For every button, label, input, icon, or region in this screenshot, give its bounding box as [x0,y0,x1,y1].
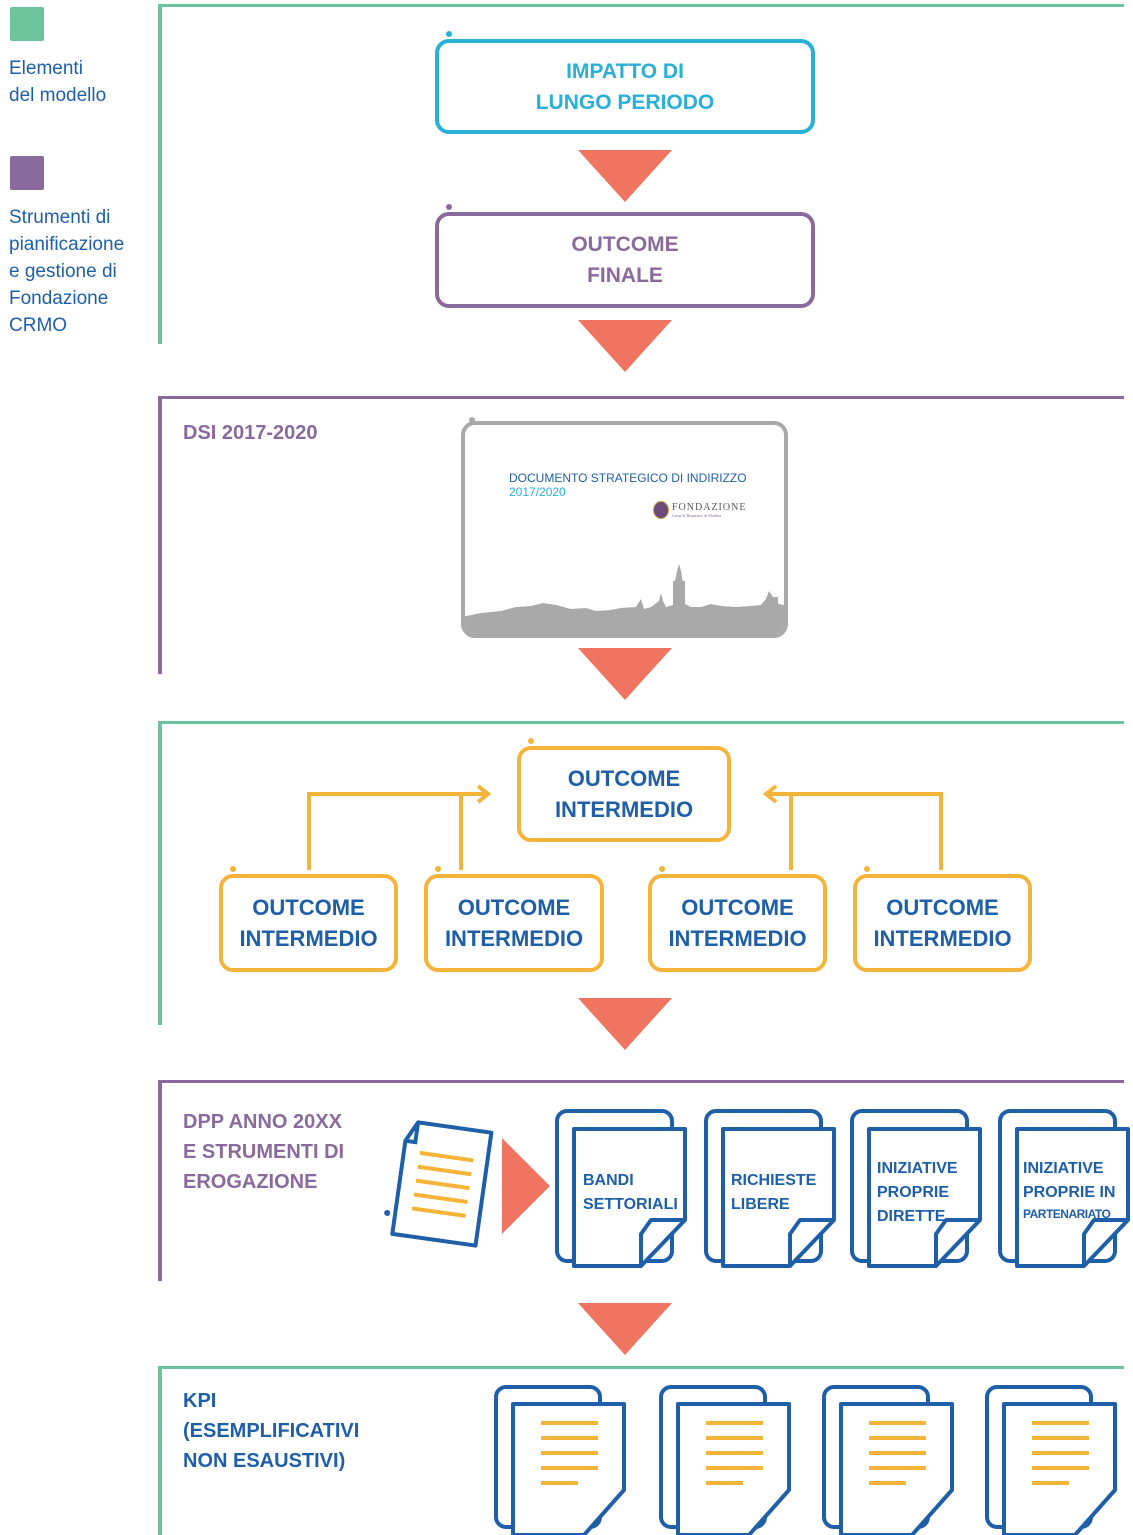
dpp-title: DPP ANNO 20XX E STRUMENTI DI EROGAZIONE [183,1111,345,1193]
dpp-document-icon [384,1120,494,1248]
skyline-graphic [465,564,784,634]
logo-sub: Cassa di Risparmio di Modena [672,512,722,518]
intermediate-outcome-label-2: OUTCOME INTERMEDIO [444,895,584,951]
dsi-doc-years: 2017/2020 [509,485,566,499]
dsi-doc-title: DOCUMENTO STRATEGICO DI INDIRIZZO [509,471,747,485]
down-arrow-2 [578,320,672,372]
section-frame-intermediate [158,721,1124,1025]
dsi-card-dot [469,417,475,423]
intermediate-outcome-box-2: OUTCOME INTERMEDIO [424,866,604,972]
doc-label-iniziative-partenariato-main: INIZIATIVE PROPRIE IN [1023,1160,1116,1201]
kpi-title: KPI (ESEMPLIFICATIVI NON ESAUSTIVI) [183,1390,360,1472]
doc-label-iniziative-dirette: INIZIATIVE PROPRIE DIRETTE [877,1160,958,1225]
right-arrow [502,1138,550,1234]
seal-icon [653,501,669,519]
intermediate-outcome-center-label: OUTCOME INTERMEDIO [554,766,694,822]
section-frame-kpi [158,1366,1124,1535]
doc-label-richieste: RICHIESTE LIBERE [731,1172,817,1213]
down-arrow-4 [578,998,672,1050]
down-arrow-3 [578,648,672,700]
fondazione-logo: FONDAZIONE Cassa di Risparmio di Modena [653,501,746,519]
section-frame-dpp [158,1080,1124,1281]
section-frame-dsi [158,396,1124,674]
doc-label-iniziative-partenariato: INIZIATIVE PROPRIE IN PARTENARIATO [1023,1157,1115,1223]
legend-planning-swatch [10,156,44,190]
intermediate-outcome-label-3: OUTCOME INTERMEDIO [668,895,807,951]
impact-box: IMPATTO DI LUNGO PERIODO [435,31,815,134]
intermediate-outcome-center-box: OUTCOME INTERMEDIO [517,738,731,842]
doc-label-partenariato: PARTENARIATO [1023,1207,1111,1221]
intermediate-outcome-label-1: OUTCOME INTERMEDIO [239,895,378,951]
intermediate-outcome-box-1: OUTCOME INTERMEDIO [219,866,398,972]
legend-model-swatch [10,7,44,41]
doc-label-bandi: BANDI SETTORIALI [583,1172,678,1213]
down-arrow-1 [578,150,672,202]
intermediate-outcome-box-3: OUTCOME INTERMEDIO [648,866,827,972]
final-outcome-label: OUTCOME FINALE [571,233,679,287]
dsi-title: DSI 2017-2020 [183,422,318,444]
final-outcome-box: OUTCOME FINALE [435,204,815,308]
intermediate-outcome-box-4: OUTCOME INTERMEDIO [853,866,1032,972]
section-frame-model-top [158,4,1124,344]
legend-planning-label: Strumenti di pianificazione e gestione d… [9,207,125,336]
down-arrow-5 [578,1303,672,1355]
impact-label: IMPATTO DI LUNGO PERIODO [535,59,715,114]
dsi-document-card: DOCUMENTO STRATEGICO DI INDIRIZZO 2017/2… [461,421,788,638]
legend-model-label: Elementi del modello [9,58,107,106]
logo-name: FONDAZIONE [672,501,747,513]
intermediate-outcome-label-4: OUTCOME INTERMEDIO [873,895,1012,951]
